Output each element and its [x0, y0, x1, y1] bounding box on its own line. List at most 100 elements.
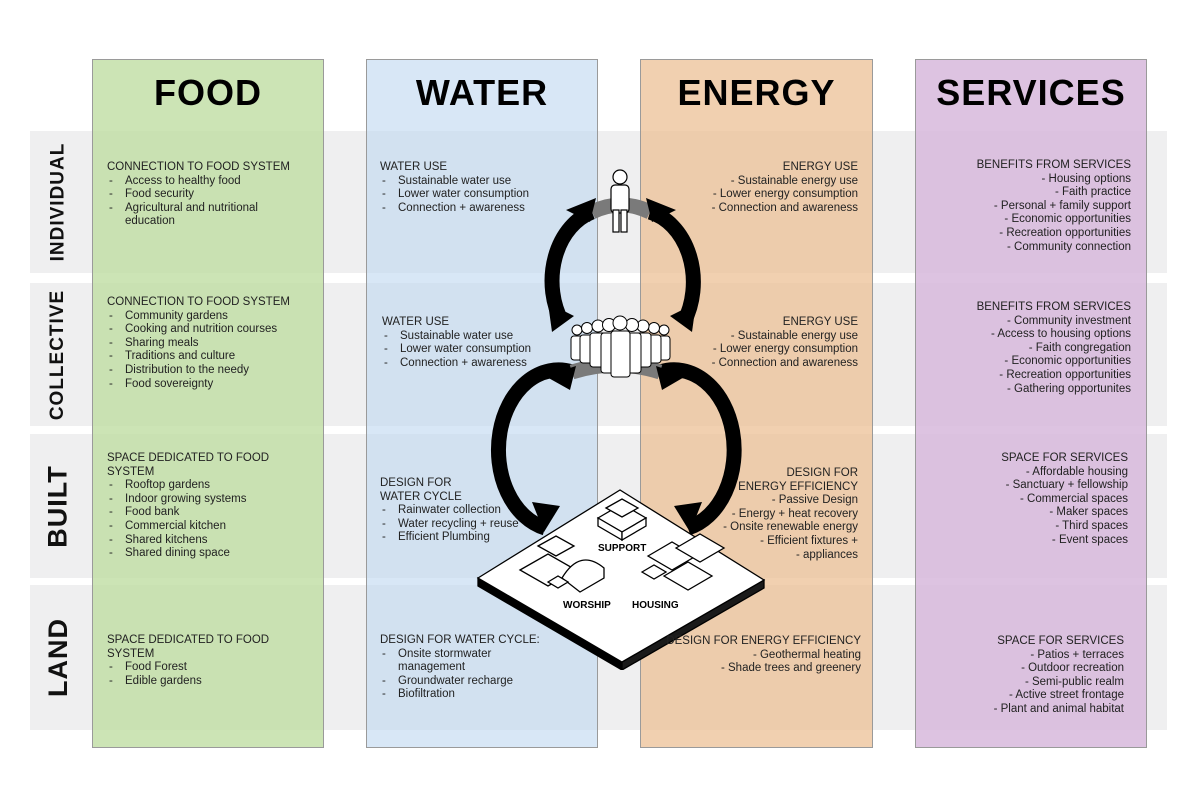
list-item: Shared dining space: [107, 547, 317, 561]
cell-title: DESIGN FOR WATER CYCLE:: [380, 634, 540, 646]
list-item: Affordable housing: [930, 466, 1128, 480]
cell-title: WATER USE: [382, 316, 450, 328]
list-item: Energy + heat recovery: [700, 508, 858, 522]
cell-title: ENERGY USE: [782, 161, 858, 173]
list-item: Commercial spaces: [930, 493, 1128, 507]
list-item: Housing options: [930, 173, 1131, 187]
list-item: Efficient fixtures +: [700, 535, 858, 549]
cycle-arrows-icon: [491, 197, 742, 536]
list-item: Community connection: [930, 241, 1131, 255]
list-item: Sanctuary + fellowship: [930, 479, 1128, 493]
cell-water-collective: WATER USE Sustainable water use Lower wa…: [382, 316, 562, 370]
list-item: Personal + family support: [930, 200, 1131, 214]
isometric-site: [476, 489, 766, 670]
list-item: Faith practice: [930, 186, 1131, 200]
list-item: Food security: [107, 188, 307, 202]
cell-title: DESIGN FOR: [786, 467, 858, 479]
cell-energy-individual: ENERGY USE Sustainable energy use Lower …: [660, 161, 858, 215]
cell-food-individual: CONNECTION TO FOOD SYSTEM Access to heal…: [107, 161, 307, 229]
cell-food-collective: CONNECTION TO FOOD SYSTEM Community gard…: [107, 296, 317, 391]
list-item: Economic opportunities: [930, 355, 1131, 369]
cell-water-built: DESIGN FOR WATER CYCLE Rainwater collect…: [380, 477, 550, 545]
column-header-water: WATER: [415, 72, 549, 113]
list-item: Cooking and nutrition courses: [107, 323, 317, 337]
list-item: Lower energy consumption: [660, 343, 858, 357]
list-item: Sustainable energy use: [660, 175, 858, 189]
list-item: Connection and awareness: [660, 202, 858, 216]
list-item: Community investment: [930, 315, 1131, 329]
list-item: Water recycling + reuse: [380, 518, 550, 532]
cell-title: SPACE DEDICATED TO FOOD SYSTEM: [107, 452, 270, 478]
person-icon: [610, 169, 630, 233]
cell-energy-collective: ENERGY USE Sustainable energy use Lower …: [660, 316, 858, 370]
cell-services-individual: BENEFITS FROM SERVICES Housing options F…: [930, 159, 1131, 254]
list-item: Connection and awareness: [660, 357, 858, 371]
list-item: Sustainable water use: [382, 330, 562, 344]
list-item: Traditions and culture: [107, 350, 317, 364]
list-item: Food sovereignty: [107, 378, 317, 392]
cell-title: DESIGN FOR: [380, 477, 452, 489]
list-item: Connection + awareness: [382, 357, 562, 371]
list-item-continuation: appliances: [700, 549, 858, 563]
list-item: Access to housing options: [930, 328, 1131, 342]
worship-label: WORSHIP: [563, 600, 611, 611]
cell-title-line2: WATER CYCLE: [380, 490, 462, 503]
list-item: Semi-public realm: [930, 676, 1124, 690]
cell-title: SPACE FOR SERVICES: [997, 635, 1124, 647]
cell-energy-built: DESIGN FOR ENERGY EFFICIENCY Passive Des…: [700, 467, 858, 562]
list-item: Outdoor recreation: [930, 662, 1124, 676]
group-icon: [570, 315, 671, 378]
cell-services-land: SPACE FOR SERVICES Patios + terraces Out…: [930, 635, 1124, 717]
list-item: Sharing meals: [107, 337, 317, 351]
cell-title: CONNECTION TO FOOD SYSTEM: [107, 161, 290, 173]
cell-title: WATER USE: [380, 161, 448, 173]
support-label: SUPPORT: [598, 543, 646, 554]
list-item: Sustainable water use: [380, 175, 580, 189]
list-item: Biofiltration: [380, 688, 560, 702]
column-header-services: SERVICES: [936, 72, 1126, 113]
list-item: Distribution to the needy: [107, 364, 317, 378]
cell-water-land: DESIGN FOR WATER CYCLE: Onsite stormwate…: [380, 634, 560, 702]
row-label-collective: COLLECTIVE: [47, 289, 68, 420]
cell-title: SPACE FOR SERVICES: [1001, 452, 1128, 464]
cell-title: BENEFITS FROM SERVICES: [976, 301, 1131, 313]
list-item: Efficient Plumbing: [380, 531, 550, 545]
housing-label: HOUSING: [632, 600, 679, 611]
list-item: Plant and animal habitat: [930, 703, 1124, 717]
list-item: Faith congregation: [930, 342, 1131, 356]
list-item: Rooftop gardens: [107, 479, 317, 493]
list-item: Indoor growing systems: [107, 493, 317, 507]
cell-title-line2: ENERGY EFFICIENCY: [738, 480, 858, 493]
row-label-built: BUILT: [42, 464, 73, 548]
list-item: Rainwater collection: [380, 504, 550, 518]
cell-title: SPACE DEDICATED TO FOOD SYSTEM: [107, 634, 270, 660]
cycle-diagram: SUPPORT WORSHIP HOUSING: [476, 169, 766, 670]
cell-title: ENERGY USE: [782, 316, 858, 328]
list-item: Edible gardens: [107, 675, 317, 689]
cell-services-built: SPACE FOR SERVICES Affordable housing Sa…: [930, 452, 1128, 547]
list-item: Event spaces: [930, 534, 1128, 548]
cell-title: BENEFITS FROM SERVICES: [976, 159, 1131, 171]
cell-title: CONNECTION TO FOOD SYSTEM: [107, 296, 290, 308]
list-item: Commercial kitchen: [107, 520, 317, 534]
list-item: Recreation opportunities: [930, 369, 1131, 383]
list-item: Connection + awareness: [380, 202, 580, 216]
cell-water-individual: WATER USE Sustainable water use Lower wa…: [380, 161, 580, 215]
row-label-land: LAND: [42, 618, 73, 697]
cell-energy-land: DESIGN FOR ENERGY EFFICIENCY Geothermal …: [660, 635, 861, 676]
list-item: Access to healthy food: [107, 175, 307, 189]
row-label-individual: INDIVIDUAL: [47, 142, 69, 262]
list-item: Food Forest: [107, 661, 317, 675]
list-item: Sustainable energy use: [660, 330, 858, 344]
list-item: Lower water consumption: [382, 343, 562, 357]
list-item: Maker spaces: [930, 506, 1128, 520]
column-header-energy: ENERGY: [677, 72, 836, 113]
list-item: Lower water consumption: [380, 188, 580, 202]
column-header-food: FOOD: [154, 72, 262, 113]
list-item: Gathering opportunites: [930, 383, 1131, 397]
cell-food-land: SPACE DEDICATED TO FOOD SYSTEM Food Fore…: [107, 634, 317, 688]
list-item: Third spaces: [930, 520, 1128, 534]
list-item: Onsite stormwater management: [380, 648, 508, 675]
list-item: Shade trees and greenery: [660, 662, 861, 676]
list-item: Community gardens: [107, 310, 317, 324]
